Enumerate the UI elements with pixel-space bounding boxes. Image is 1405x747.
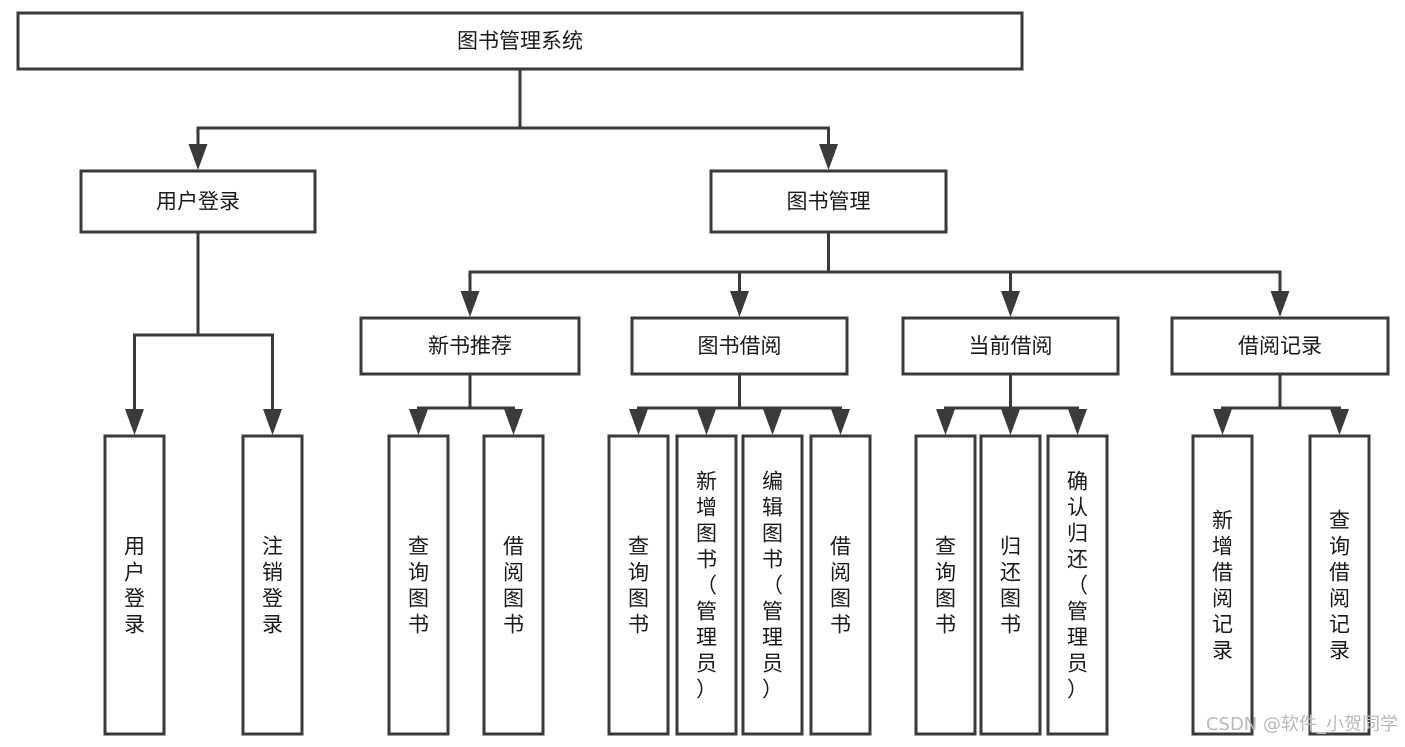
- node-leaf-borrow-edit[interactable]: 编辑图书（管理员）: [741, 434, 804, 736]
- node-box[interactable]: [387, 434, 450, 736]
- node-box[interactable]: [1046, 434, 1109, 736]
- node-box[interactable]: [901, 316, 1120, 376]
- node-leaf-user-logout[interactable]: 注销登录: [241, 434, 304, 736]
- node-box[interactable]: [482, 434, 545, 736]
- node-box[interactable]: [103, 434, 166, 736]
- node-label: 借阅图书: [830, 534, 851, 636]
- node-label: 用户登录: [156, 190, 240, 214]
- node-box[interactable]: [241, 434, 304, 736]
- node-box[interactable]: [979, 434, 1042, 736]
- node-box[interactable]: [709, 169, 948, 234]
- node-leaf-rec-query[interactable]: 查询图书: [387, 434, 450, 736]
- node-leaf-user-login[interactable]: 用户登录: [103, 434, 166, 736]
- node-leaf-borrow-do[interactable]: 借阅图书: [809, 434, 872, 736]
- node-label: 归还图书: [1000, 534, 1021, 636]
- node-box[interactable]: [16, 11, 1024, 71]
- arrow-head-icon: [730, 291, 749, 317]
- node-leaf-rec-search[interactable]: 查询借阅记录: [1308, 434, 1371, 736]
- node-label: 借阅记录: [1238, 334, 1322, 358]
- node-root[interactable]: 图书管理系统: [16, 11, 1024, 71]
- arrow-head-icon: [504, 409, 523, 435]
- node-box[interactable]: [79, 169, 317, 234]
- node-label: 图书借阅: [698, 334, 782, 358]
- arrow-head-icon: [936, 409, 955, 435]
- node-box[interactable]: [1170, 316, 1390, 376]
- arrow-head-icon: [1270, 291, 1290, 317]
- node-label: 查询图书: [408, 534, 429, 636]
- node-book-manage[interactable]: 图书管理: [709, 169, 948, 234]
- node-box[interactable]: [914, 434, 977, 736]
- arrow-head-icon: [763, 409, 782, 435]
- arrow-head-icon: [1068, 409, 1087, 435]
- arrow-head-icon: [697, 409, 716, 435]
- node-leaf-borrow-add[interactable]: 新增图书（管理员）: [675, 434, 738, 736]
- arrow-head-icon: [1330, 409, 1349, 435]
- node-leaf-cur-query[interactable]: 查询图书: [914, 434, 977, 736]
- node-layer: 图书管理系统用户登录图书管理新书推荐图书借阅当前借阅借阅记录用户登录注销登录查询…: [16, 11, 1390, 736]
- node-label: 图书管理系统: [457, 29, 583, 53]
- node-box[interactable]: [630, 316, 849, 376]
- arrow-head-icon: [629, 409, 648, 435]
- node-label: 新增借阅记录: [1212, 508, 1233, 662]
- node-new-book-rec[interactable]: 新书推荐: [359, 316, 581, 376]
- node-box[interactable]: [1308, 434, 1371, 736]
- node-label: 图书管理: [787, 190, 871, 214]
- node-label: 确认归还（管理员）: [1067, 469, 1088, 701]
- arrow-head-icon: [263, 409, 282, 435]
- node-current-borrow[interactable]: 当前借阅: [901, 316, 1120, 376]
- node-leaf-cur-confirm[interactable]: 确认归还（管理员）: [1046, 434, 1109, 736]
- node-box[interactable]: [809, 434, 872, 736]
- node-label: 查询图书: [935, 534, 956, 636]
- node-leaf-borrow-query[interactable]: 查询图书: [607, 434, 670, 736]
- node-box[interactable]: [1191, 434, 1254, 736]
- arrow-head-icon: [1001, 409, 1020, 435]
- node-label: 查询图书: [628, 534, 649, 636]
- arrow-head-icon: [1213, 409, 1232, 435]
- node-box[interactable]: [675, 434, 738, 736]
- node-borrow-record[interactable]: 借阅记录: [1170, 316, 1390, 376]
- node-book-borrow[interactable]: 图书借阅: [630, 316, 849, 376]
- node-box[interactable]: [741, 434, 804, 736]
- arrow-head-icon: [188, 144, 208, 170]
- node-label: 编辑图书（管理员）: [762, 469, 783, 701]
- connector-layer: [125, 67, 1349, 435]
- arrow-head-icon: [831, 409, 850, 435]
- node-box[interactable]: [607, 434, 670, 736]
- node-label: 查询借阅记录: [1329, 508, 1350, 662]
- node-label: 当前借阅: [969, 334, 1053, 358]
- node-label: 借阅图书: [503, 534, 524, 636]
- node-label: 新书推荐: [428, 334, 512, 358]
- node-leaf-cur-return[interactable]: 归还图书: [979, 434, 1042, 736]
- node-label: 注销登录: [262, 534, 283, 636]
- arrow-head-icon: [409, 409, 428, 435]
- csdn-watermark: CSDN @软件_小贺同学: [1206, 714, 1398, 735]
- arrow-head-icon: [125, 409, 144, 435]
- arrow-head-icon: [460, 291, 480, 317]
- arrow-head-icon: [1001, 291, 1020, 317]
- node-leaf-rec-add[interactable]: 新增借阅记录: [1191, 434, 1254, 736]
- node-leaf-rec-borrow[interactable]: 借阅图书: [482, 434, 545, 736]
- node-box[interactable]: [359, 316, 581, 376]
- node-label: 新增图书（管理员）: [696, 469, 717, 701]
- node-label: 用户登录: [124, 534, 145, 636]
- arrow-head-icon: [819, 144, 838, 170]
- node-user-login[interactable]: 用户登录: [79, 169, 317, 234]
